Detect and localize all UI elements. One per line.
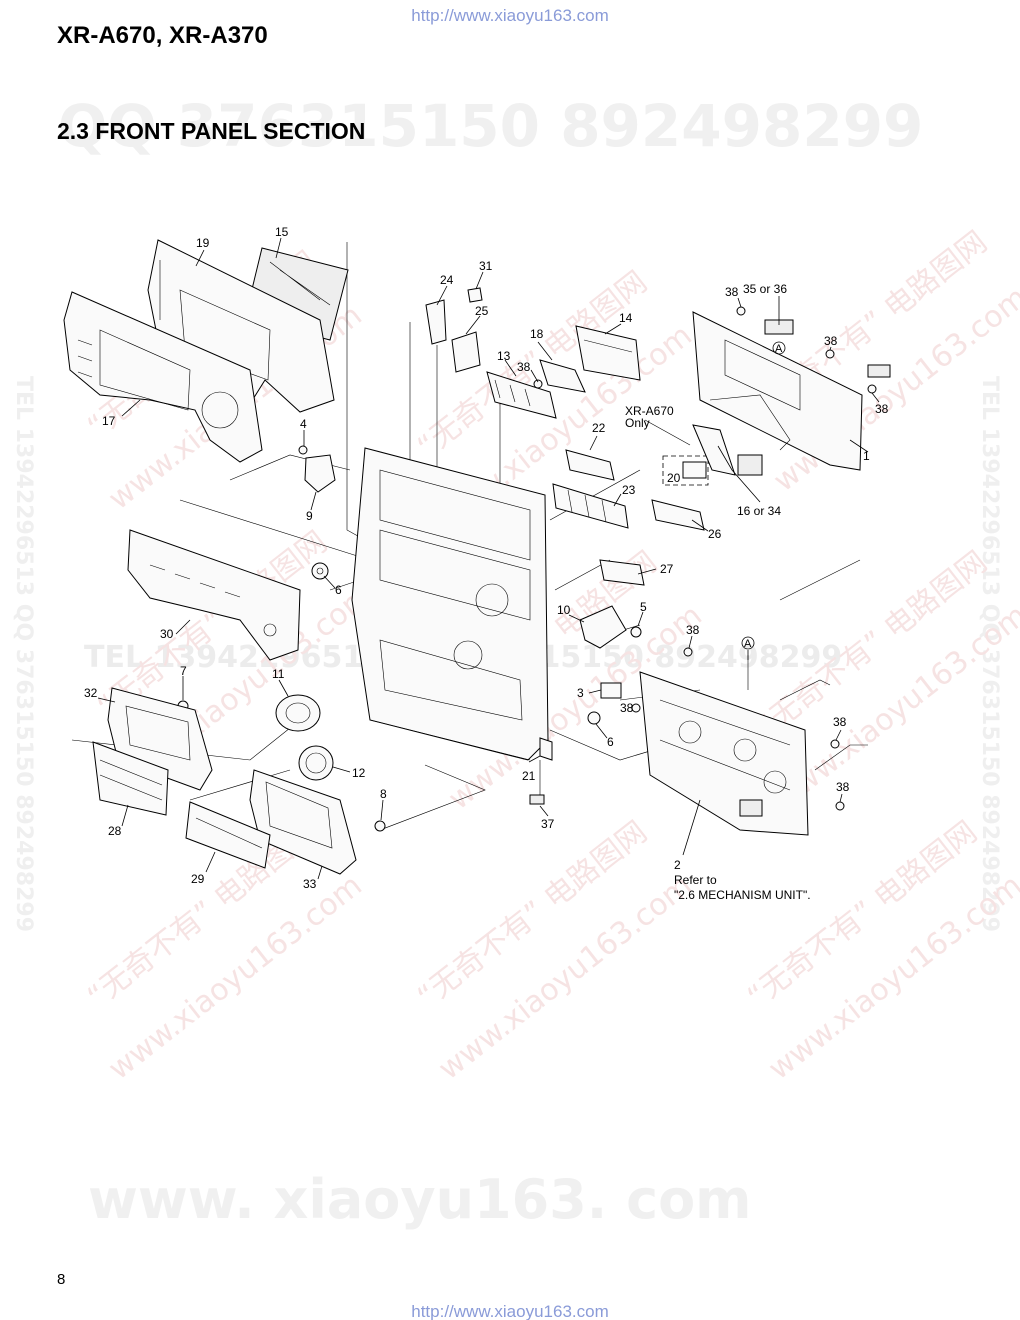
- label-part-6-upper: 6: [335, 583, 342, 597]
- label-part-3: 3: [577, 686, 584, 700]
- source-url-top[interactable]: http://www.xiaoyu163.com: [411, 6, 609, 25]
- label-part-29: 29: [191, 872, 205, 886]
- part-29-door: [185, 801, 271, 869]
- label-part-25: 25: [475, 304, 489, 318]
- label-part-4: 4: [300, 417, 307, 431]
- label-part-8: 8: [380, 787, 387, 801]
- label-part-10: 10: [557, 603, 571, 617]
- label-part-27: 27: [660, 562, 674, 576]
- label-part-23: 23: [622, 483, 636, 497]
- part-20-bracket: [682, 461, 707, 479]
- part-13-14-18-brackets: [486, 325, 641, 419]
- part-30-lower-cover: [127, 529, 301, 661]
- label-part-14: 14: [619, 311, 633, 325]
- label-part-38: 38: [725, 285, 739, 299]
- label-part-24: 24: [440, 273, 454, 287]
- page-number: 8: [57, 1271, 66, 1288]
- label-part-11: 11: [272, 667, 285, 681]
- label-part-38: 38: [517, 360, 531, 374]
- label-part-5: 5: [640, 600, 647, 614]
- part-21-37-feet: [529, 737, 553, 805]
- model-title: XR-A670, XR-A370: [57, 22, 268, 49]
- part-9-knob-bracket: [298, 445, 336, 493]
- part-12-knob: [298, 745, 334, 781]
- label-part-9: 9: [306, 509, 313, 523]
- label-part-15: 15: [275, 225, 289, 239]
- part-2-mechanism-unit: [639, 671, 868, 836]
- source-url-bottom[interactable]: http://www.xiaoyu163.com: [411, 1302, 609, 1320]
- label-part-38: 38: [686, 623, 700, 637]
- section-title: 2.3 FRONT PANEL SECTION: [57, 118, 366, 144]
- label-refer-mechanism: "2.6 MECHANISM UNIT".: [674, 888, 811, 902]
- part-28-door: [92, 741, 169, 816]
- label-xr-a670: XR-A670: [625, 404, 674, 418]
- label-part-28: 28: [108, 824, 122, 838]
- label-part-21: 21: [522, 769, 536, 783]
- label-part-38: 38: [824, 334, 838, 348]
- label-part-35-or-36: 35 or 36: [743, 282, 787, 296]
- leader-lines: [97, 237, 880, 880]
- connector-marker-a: A A: [741, 341, 786, 650]
- label-part-37: 37: [541, 817, 555, 831]
- label-part-30: 30: [160, 627, 174, 641]
- part-24-bracket: [425, 287, 483, 373]
- label-part-16-or-34: 16 or 34: [737, 504, 781, 518]
- label-part-6-lower: 6: [607, 735, 614, 749]
- label-part-38: 38: [875, 402, 889, 416]
- screws-38: [533, 306, 877, 811]
- label-only: Only: [625, 416, 650, 430]
- label-part-31: 31: [479, 259, 493, 273]
- label-part-32: 32: [84, 686, 98, 700]
- label-part-17: 17: [102, 414, 116, 428]
- label-part-13: 13: [497, 349, 511, 363]
- part-17-front-cover: [63, 291, 263, 463]
- label-part-33: 33: [303, 877, 317, 891]
- part-10-5-lever: [579, 605, 642, 649]
- label-part-7: 7: [180, 664, 187, 678]
- part-11-knob: [275, 694, 321, 732]
- marker-a-lower: A: [744, 638, 752, 650]
- label-part-18: 18: [530, 327, 544, 341]
- marker-a-upper: A: [775, 343, 783, 355]
- label-part-22: 22: [592, 421, 606, 435]
- main-front-chassis: [351, 447, 549, 761]
- label-part-38: 38: [836, 780, 850, 794]
- part-3-6-lower: [587, 682, 622, 725]
- part-22-23-26-27-buttons: [552, 449, 705, 586]
- label-part-20: 20: [667, 471, 681, 485]
- part-1-pcb-upper: [692, 311, 891, 476]
- label-part-12: 12: [352, 766, 366, 780]
- label-part-19: 19: [196, 236, 210, 250]
- part-6-knob-upper: [311, 562, 329, 580]
- label-part-26: 26: [708, 527, 722, 541]
- label-part-38: 38: [833, 715, 847, 729]
- part-labels: 1 2 Refer to "2.6 MECHANISM UNIT". 3 4 5…: [84, 225, 889, 902]
- part-33-door-frame: [249, 769, 357, 875]
- label-part-1: 1: [863, 449, 870, 463]
- label-part-2: 2: [674, 858, 681, 872]
- label-part-38: 38: [620, 701, 634, 715]
- label-refer-to: Refer to: [674, 873, 717, 887]
